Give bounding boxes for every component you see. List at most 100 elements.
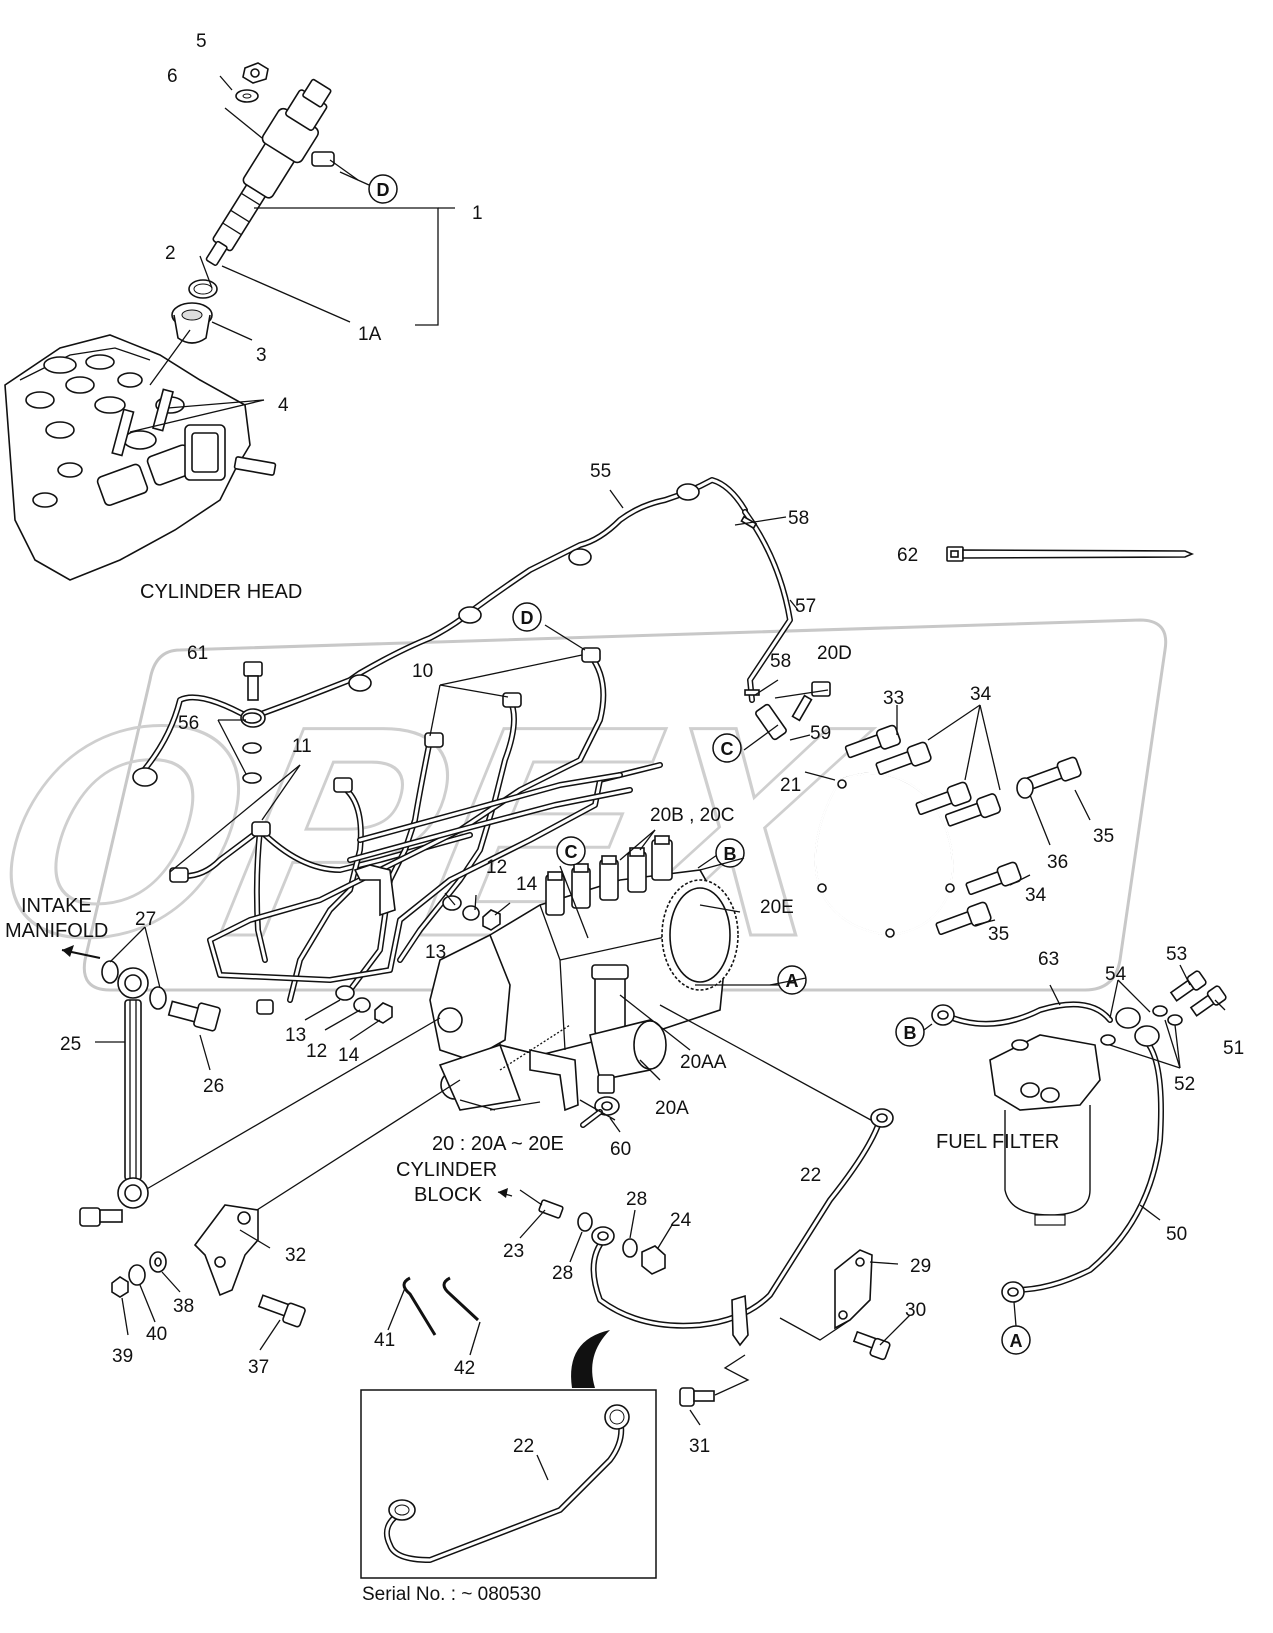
fuel-filter-icon bbox=[989, 1034, 1101, 1226]
part-label: 25 bbox=[60, 1034, 81, 1055]
part-label: 3 bbox=[256, 345, 267, 366]
part-label: 20E bbox=[760, 897, 794, 918]
washer-nut-set bbox=[304, 892, 511, 1041]
part-label: 53 bbox=[1166, 944, 1187, 965]
part-label: 34 bbox=[970, 684, 992, 705]
svg-text:C: C bbox=[565, 842, 578, 862]
part-label: 59 bbox=[810, 723, 831, 744]
part-label: 54 bbox=[1105, 964, 1127, 985]
part-label: 58 bbox=[788, 508, 809, 529]
svg-text:D: D bbox=[521, 608, 534, 628]
caption-cylinder-head: CYLINDER HEAD bbox=[140, 581, 302, 603]
part-label: 34 bbox=[1025, 885, 1047, 906]
part-label: 6 bbox=[167, 66, 178, 87]
part-label: 11 bbox=[292, 736, 312, 757]
part-label: 57 bbox=[795, 596, 816, 617]
part-label: 42 bbox=[454, 1358, 475, 1379]
pipe-22 bbox=[590, 1108, 894, 1347]
clips-41-42-icon bbox=[387, 1276, 481, 1356]
part-label: 63 bbox=[1038, 949, 1059, 970]
bolt-30-icon bbox=[852, 1314, 911, 1361]
part-label: 14 bbox=[338, 1045, 360, 1066]
gasket-21-icon bbox=[804, 771, 955, 938]
part-label: 62 bbox=[897, 545, 918, 566]
part-label: 20D bbox=[817, 643, 852, 664]
part-label: 1A bbox=[358, 324, 382, 345]
part-label: 58 bbox=[770, 651, 791, 672]
bolt-31-icon bbox=[679, 1317, 851, 1426]
part-label: 5 bbox=[196, 31, 207, 52]
injector-fitting-icon bbox=[311, 151, 335, 167]
fittings-23-24-28 bbox=[497, 1188, 673, 1275]
part-label: 33 bbox=[883, 688, 904, 709]
caption-cylinder-block-1: CYLINDER bbox=[396, 1159, 497, 1181]
injector-icon bbox=[205, 78, 332, 266]
svg-text:A: A bbox=[1010, 1331, 1023, 1351]
part-label: 24 bbox=[670, 1210, 692, 1231]
part-label: 55 bbox=[590, 461, 611, 482]
feed-pump-20aa-icon bbox=[589, 964, 667, 1094]
part-label: 56 bbox=[178, 713, 199, 734]
part-label: 13 bbox=[425, 942, 446, 963]
part-label: 51 bbox=[1223, 1038, 1244, 1059]
caption-intake-manifold-2: MANIFOLD bbox=[5, 920, 108, 942]
caption-cylinder-block-2: BLOCK bbox=[414, 1184, 482, 1206]
connector-C-hose: C bbox=[712, 733, 742, 763]
bolts-33-34-35 bbox=[844, 704, 1091, 936]
part-label: 28 bbox=[626, 1189, 647, 1210]
stud-4-icon bbox=[111, 388, 174, 457]
part-label: 26 bbox=[203, 1076, 224, 1097]
connector-A-filter: A bbox=[1001, 1325, 1031, 1355]
part-label: 23 bbox=[503, 1241, 524, 1262]
cable-tie-62-icon bbox=[946, 546, 1195, 562]
part-label: 22 bbox=[513, 1436, 534, 1457]
inset-box bbox=[360, 1389, 657, 1579]
banjo-60-icon bbox=[580, 1096, 621, 1133]
part-label: 52 bbox=[1174, 1074, 1195, 1095]
part-label: 60 bbox=[610, 1139, 631, 1160]
part-label: 40 bbox=[146, 1324, 167, 1345]
part-label: 27 bbox=[135, 909, 156, 930]
connector-A-pump: A bbox=[777, 965, 807, 995]
part-label: 35 bbox=[988, 924, 1009, 945]
caption-serial-note: Serial No. : ~ 080530 bbox=[362, 1584, 541, 1605]
bolt-37-icon bbox=[257, 1294, 306, 1351]
svg-text:B: B bbox=[724, 844, 737, 864]
part-number-labels: 5 6 1 2 1A 3 4 55 58 62 57 61 10 58 20D … bbox=[60, 31, 1244, 1457]
svg-text:B: B bbox=[904, 1023, 917, 1043]
return-pipe-55 bbox=[132, 477, 748, 787]
intake-pipe-25 bbox=[61, 926, 221, 1227]
connector-C-pump: C bbox=[556, 836, 586, 866]
part-label: 14 bbox=[516, 874, 538, 895]
bolt-61-group bbox=[217, 661, 263, 784]
fuel-hoses-50-63 bbox=[931, 964, 1227, 1303]
injection-pipes bbox=[169, 624, 663, 1015]
o-ring-27-icon bbox=[101, 960, 119, 984]
part-label: 41 bbox=[374, 1330, 395, 1351]
part-label: 30 bbox=[905, 1300, 926, 1321]
caption-injection-pump: 20 : 20A ~ 20E bbox=[432, 1133, 564, 1155]
part-label: 13 bbox=[285, 1025, 306, 1046]
part-label: 20AA bbox=[680, 1052, 727, 1073]
hose-57 bbox=[740, 509, 831, 741]
part-label: 21 bbox=[780, 775, 801, 796]
part-label: 29 bbox=[910, 1256, 931, 1277]
part-label: 1 bbox=[472, 203, 483, 224]
bolt-20d-icon bbox=[811, 681, 831, 697]
cylinder-head-illustration bbox=[4, 329, 277, 581]
joint-59-icon bbox=[755, 703, 787, 741]
pump-gear-icon bbox=[661, 879, 739, 991]
part-label: 37 bbox=[248, 1357, 269, 1378]
part-label: 61 bbox=[187, 643, 208, 664]
bracket-29-icon bbox=[834, 1249, 899, 1330]
bracket-32-icon bbox=[193, 1204, 271, 1297]
part-label: 4 bbox=[278, 395, 289, 416]
part-label: 22 bbox=[800, 1165, 821, 1186]
part-label: 20B , 20C bbox=[650, 805, 735, 826]
svg-text:D: D bbox=[377, 180, 390, 200]
connector-D-top: D bbox=[368, 174, 398, 204]
washers-38-39-40 bbox=[111, 1251, 181, 1336]
part-label: 36 bbox=[1047, 852, 1068, 873]
inset-pointer-arrow bbox=[571, 1330, 610, 1388]
caption-intake-manifold-1: INTAKE bbox=[21, 895, 92, 917]
